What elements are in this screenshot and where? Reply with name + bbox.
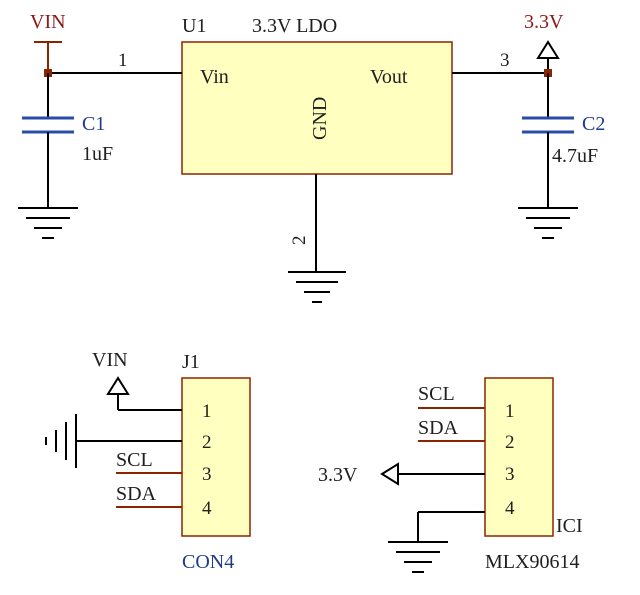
u1-value: 3.3V LDO [252,15,337,37]
u1-body [181,41,453,175]
ic1-name: MLX90614 [485,551,579,573]
ldo-regulator: U1 3.3V LDO Vin Vout GND 1 3 2 [48,15,548,303]
j1-sda-label: SDA [116,483,157,505]
ic1-ground-icon [388,541,448,573]
j1-body [181,377,251,537]
u1-ground-icon [288,271,346,303]
vin-net-label: VIN [30,11,66,33]
c1-value: 1uF [82,143,113,165]
j1-ground-icon [45,414,77,468]
u1-pin-vin-label: Vin [200,66,229,88]
j1-pin-4: 4 [202,498,212,519]
j1-vin-power-arrow-icon [106,376,182,411]
ic1-pin4-wire [417,511,485,542]
vin-power-bar-icon [34,41,62,73]
ic1-pin-3: 3 [505,464,515,485]
u1-pin-gnd-label: GND [309,97,331,140]
j1-pin-2: 2 [202,432,212,453]
c2-capacitor-icon [522,116,574,134]
c1-capacitor-icon [22,116,74,134]
j1-ref: J1 [182,351,200,373]
ic1-ref: ICI [556,515,583,537]
j1-pin-1: 1 [202,401,212,422]
v33-net-label: 3.3V [524,11,564,33]
u1-pin3-number: 3 [500,50,510,71]
c1-ref: C1 [82,113,105,135]
ic1-pin-1: 1 [505,401,515,422]
j1-vin-label: VIN [92,349,128,371]
c2-ground-icon [518,207,578,239]
u1-ref: U1 [182,15,206,37]
v33-power-arrow-icon [536,40,560,73]
j1-connector: J1 CON4 1 2 3 4 VIN SCL SDA [45,349,251,573]
u1-pin-vout-label: Vout [370,66,408,88]
j1-scl-label: SCL [116,449,153,471]
ic1-body [484,377,554,537]
ic1-pin-4: 4 [505,498,515,519]
ic1-scl-label: SCL [418,383,455,405]
ic1-sda-label: SDA [418,417,459,439]
j1-name: CON4 [182,551,234,573]
c2-value: 4.7uF [552,145,598,167]
ic1-pin-2: 2 [505,432,515,453]
ic1-v33-label: 3.3V [318,464,358,486]
c2-ref: C2 [582,113,605,135]
ic1-mlx90614: ICI MLX90614 1 2 3 4 SCL SDA 3.3V [318,377,583,573]
u1-pin1-number: 1 [118,50,128,71]
j1-pin-3: 3 [202,464,212,485]
ic1-v33-power-arrow-icon [380,462,485,486]
u1-pin2-number: 2 [289,236,310,246]
c1-ground-icon [18,207,78,239]
vin-input-section: VIN C1 1uF [18,11,113,239]
v33-output-section: 3.3V C2 4.7uF [518,11,605,239]
